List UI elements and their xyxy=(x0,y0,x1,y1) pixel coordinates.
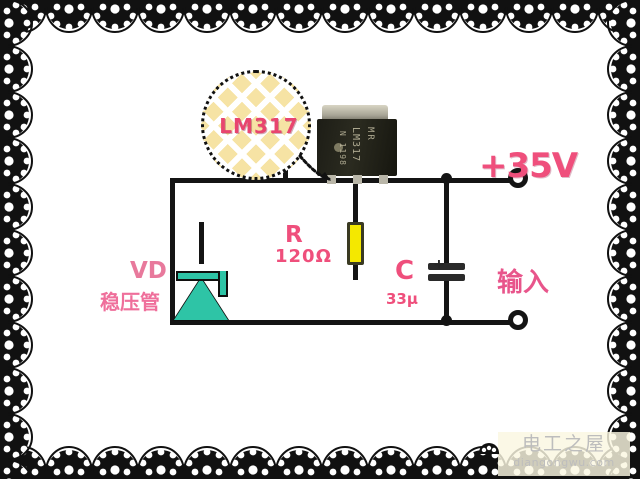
capacitor-plate-negative xyxy=(428,274,465,281)
lm317-callout-label: LM317 xyxy=(204,114,314,138)
chip-pin-3 xyxy=(379,175,388,184)
chip-pin-2 xyxy=(353,175,362,184)
lace-border-left xyxy=(0,0,42,479)
label-capacitor-value: 33μ xyxy=(386,290,418,308)
zener-cathode-hook-icon xyxy=(218,271,228,297)
zener-diode-symbol xyxy=(170,256,234,322)
label-resistor-name: R xyxy=(285,222,303,248)
chip-print-line-1: MR xyxy=(365,127,375,141)
watermark-url: diangongwu.com xyxy=(498,456,630,470)
node-ground-junction xyxy=(441,315,452,326)
lm317-callout-bubble: LM317 xyxy=(201,70,311,180)
label-capacitor-name: C xyxy=(395,256,414,286)
chip-print-line-3: N 1198 xyxy=(338,131,347,166)
label-supply-voltage: +35V xyxy=(479,146,577,186)
wire-cap-top-lead xyxy=(444,178,449,263)
capacitor-polarity-sign: + xyxy=(434,256,444,273)
label-diode-name: VD xyxy=(130,258,167,284)
terminal-negative[interactable] xyxy=(508,310,528,330)
label-input: 输入 xyxy=(497,262,549,299)
label-resistor-value: 120Ω xyxy=(275,246,332,267)
lace-border-right xyxy=(598,0,640,479)
chip-print-line-2: LM317 xyxy=(350,127,361,162)
circuit-canvas: + MR LM317 N 1198 LM317 xyxy=(42,34,598,445)
node-output-junction xyxy=(441,173,452,184)
resistor-body xyxy=(347,222,364,265)
callout-tail-arrow-icon xyxy=(298,154,332,184)
label-diode-type: 稳压管 xyxy=(100,286,160,315)
